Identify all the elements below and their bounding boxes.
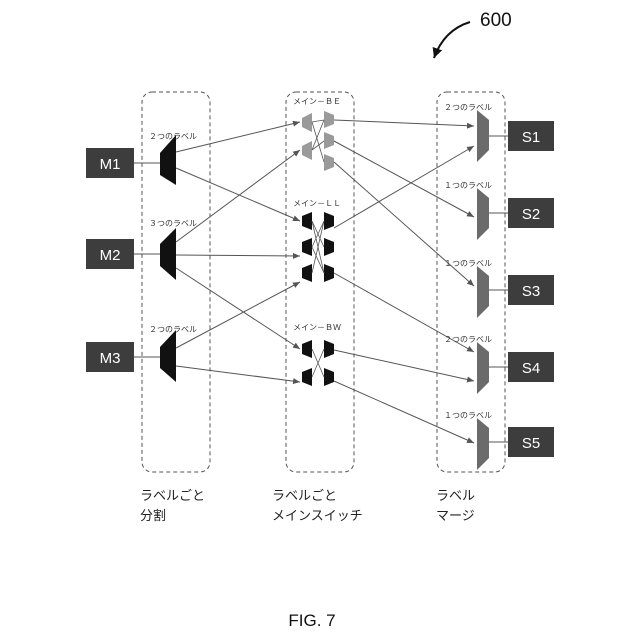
- sink-box-s5: S5: [508, 427, 554, 457]
- switch-to-merge-links: [334, 120, 474, 443]
- reference-arrow: [434, 22, 470, 58]
- source-box-m3: M3: [86, 342, 134, 372]
- source-label: M3: [100, 350, 121, 367]
- merger-label-2: １つのラベル: [444, 181, 492, 190]
- split-caption-line2: 分割: [140, 508, 166, 524]
- source-box-m2: M2: [86, 239, 134, 269]
- switch-label-be: メイン－ＢＥ: [293, 97, 341, 106]
- sink-label: S2: [522, 206, 540, 223]
- reference-number: 600: [480, 10, 512, 31]
- sink-box-s2: S2: [508, 198, 554, 228]
- split-caption-line1: ラベルごと: [140, 488, 205, 504]
- merger-label-4: ２つのラベル: [444, 335, 492, 344]
- merger-label-1: ２つのラベル: [444, 103, 492, 112]
- switch-caption-line1: ラベルごと: [272, 488, 337, 504]
- splitter-m2: [160, 228, 176, 280]
- merger-s3: [477, 266, 489, 318]
- source-box-m1: M1: [86, 148, 134, 178]
- merger-label-5: １つのラベル: [444, 411, 492, 420]
- merge-caption-line2: マージ: [436, 509, 475, 524]
- merger-s2: [477, 188, 489, 240]
- splitter-label-3: ２つのラベル: [149, 325, 197, 334]
- source-label: M1: [100, 156, 121, 173]
- merge-caption-line1: ラベル: [436, 489, 475, 504]
- sink-label: S5: [522, 435, 540, 452]
- sink-label: S1: [522, 129, 540, 146]
- switch-caption-line2: メインスイッチ: [272, 509, 363, 524]
- sink-label: S4: [522, 360, 540, 377]
- switch-ll: [302, 212, 334, 282]
- splitter-m1: [160, 135, 176, 185]
- switch-label-ll: メイン－ＬＬ: [293, 199, 341, 208]
- merger-s1: [477, 110, 489, 162]
- source-label: M2: [100, 247, 121, 264]
- switch-bw: [302, 340, 334, 386]
- merger-s5: [477, 418, 489, 470]
- splitter-m3: [160, 330, 176, 382]
- sink-box-s1: S1: [508, 121, 554, 151]
- sink-label: S3: [522, 283, 540, 300]
- splitter-label-1: ２つのラベル: [149, 132, 197, 141]
- merger-label-3: １つのラベル: [444, 259, 492, 268]
- sink-box-s4: S4: [508, 352, 554, 382]
- splitter-label-2: ３つのラベル: [149, 219, 197, 228]
- figure-label: FIG. 7: [288, 611, 335, 630]
- split-to-switch-links: [176, 122, 300, 382]
- switch-label-bw: メイン－ＢＷ: [293, 323, 341, 332]
- switch-be: [302, 111, 334, 171]
- merger-s4: [477, 342, 489, 394]
- sink-box-s3: S3: [508, 275, 554, 305]
